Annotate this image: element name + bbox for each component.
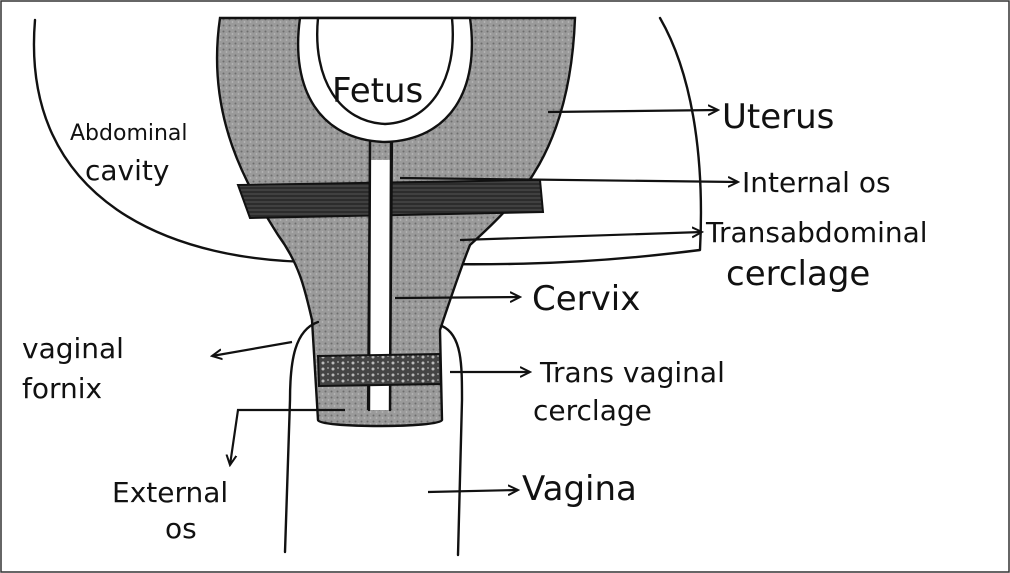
label-transabdominal-2: cerclage: [726, 254, 870, 294]
vaginal-wall-right: [440, 324, 464, 557]
arrow-transabdominal: [459, 232, 702, 242]
label-transvaginal-1: Trans vaginal: [539, 356, 725, 389]
vaginal-wall-left: [283, 320, 320, 554]
label-abdominal-cavity-1: Abdominal: [70, 121, 188, 146]
arrow-vaginal-fornix: [212, 340, 293, 356]
label-uterus: Uterus: [722, 97, 834, 137]
label-vaginal-fornix-1: vaginal: [22, 332, 124, 365]
transvaginal-cerclage-band: [316, 352, 443, 388]
fetal-sac: [296, 16, 474, 144]
label-fetus: Fetus: [332, 71, 423, 111]
label-external-os-1: External: [112, 476, 228, 509]
label-cervix: Cervix: [532, 279, 640, 319]
arrow-external-os: [230, 408, 345, 465]
arrow-uterus: [547, 110, 718, 112]
arrow-internal-os: [399, 178, 738, 182]
arrow-vagina: [427, 490, 518, 492]
label-external-os-2: os: [165, 512, 197, 545]
label-transvaginal-2: cerclage: [533, 394, 652, 427]
label-vagina: Vagina: [522, 469, 637, 509]
label-internal-os: Internal os: [742, 166, 891, 199]
label-vaginal-fornix-2: fornix: [22, 372, 102, 405]
label-abdominal-cavity-2: cavity: [85, 154, 169, 187]
fetal-sac-inner-line: [316, 16, 454, 126]
label-transabdominal-1: Transabdominal: [705, 216, 928, 249]
cervical-canal-lumen: [370, 160, 390, 410]
arrow-cervix: [394, 297, 520, 298]
